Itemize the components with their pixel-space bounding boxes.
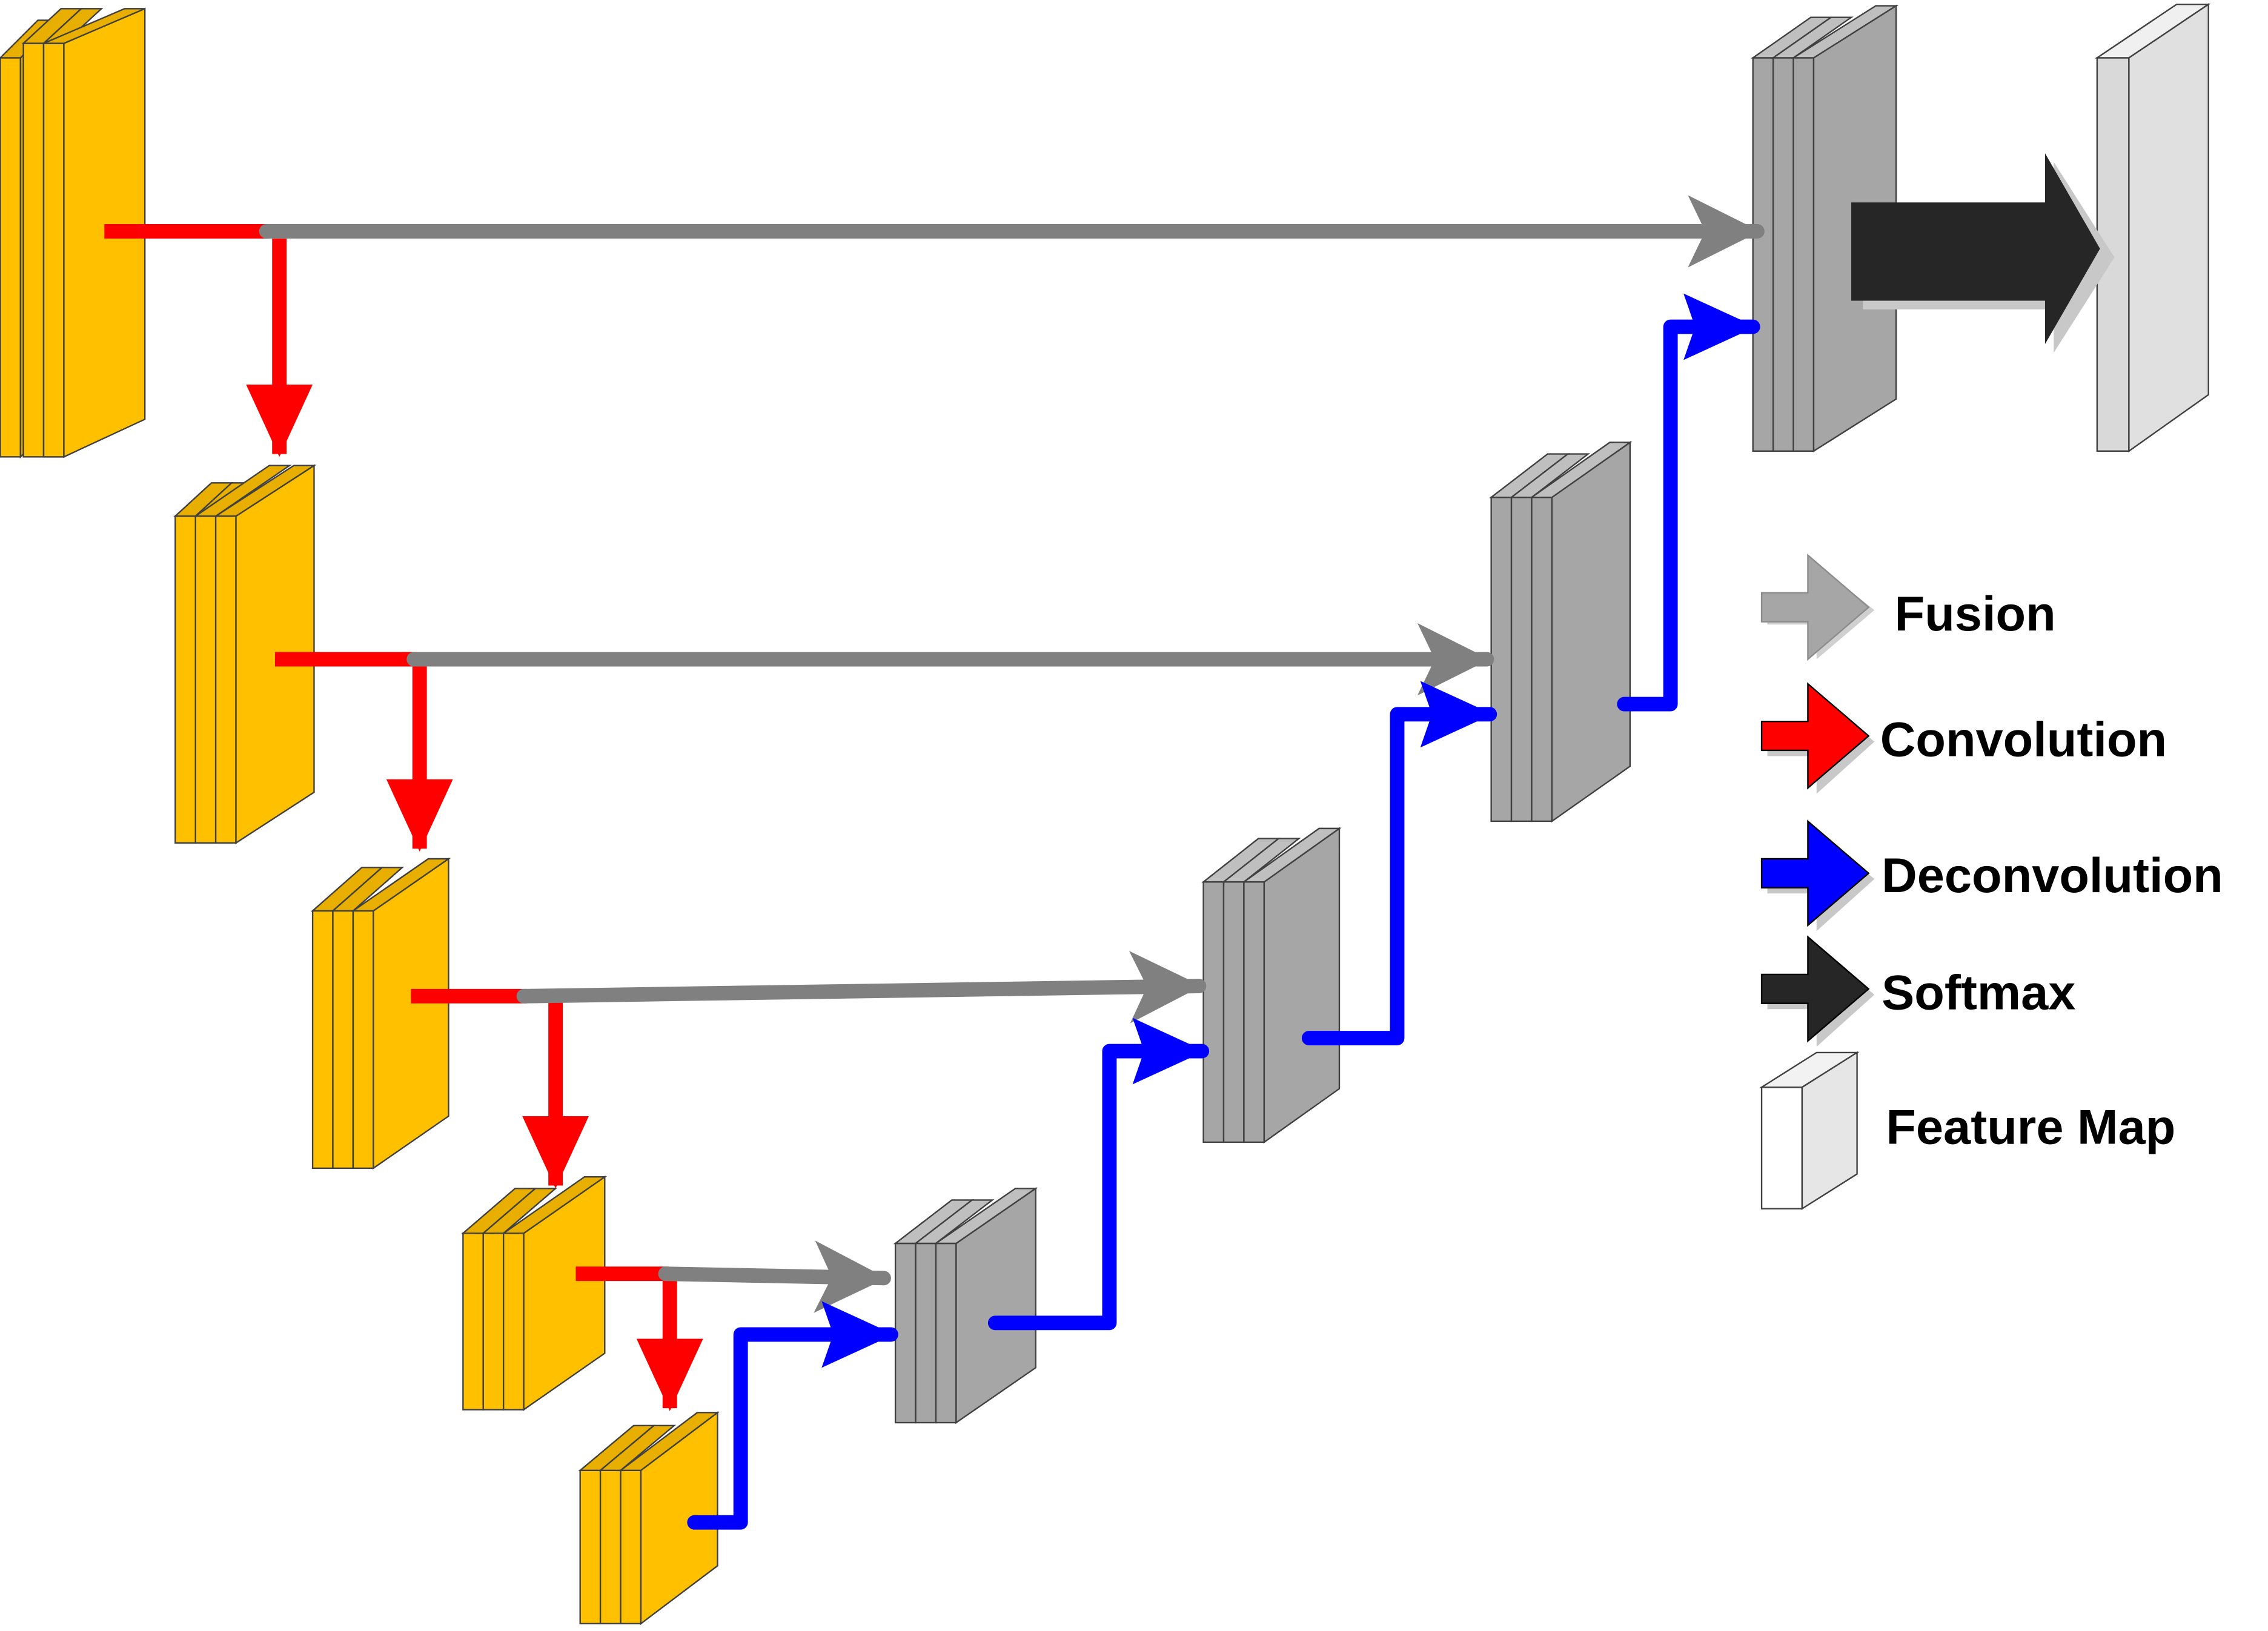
deconvolution-arrow-icon	[1760, 819, 1870, 927]
legend-feature-map-label: Feature Map	[1886, 1100, 2175, 1154]
softmax-arrow	[1851, 153, 2115, 353]
encoder-level-4	[461, 1175, 608, 1411]
decoder-level-3	[1201, 827, 1342, 1144]
feature-map-icon	[1759, 1051, 1860, 1210]
legend-deconvolution: Deconvolution	[1760, 819, 2223, 931]
legend-fusion-label: Fusion	[1895, 587, 2056, 641]
decoder-level-4	[893, 1187, 1038, 1424]
decoder-level-2	[1489, 441, 1633, 823]
legend: Fusion Convolution Deconvolution Softmax…	[1759, 554, 2223, 1210]
legend-convolution: Convolution	[1760, 682, 2167, 794]
fusion-arrows	[259, 195, 1765, 1313]
fusion-arrow-icon	[1760, 554, 1870, 661]
legend-convolution-label: Convolution	[1880, 713, 2167, 767]
legend-fusion: Fusion	[1760, 554, 2056, 661]
convolution-arrow-icon	[1760, 682, 1870, 790]
legend-feature-map: Feature Map	[1759, 1051, 2175, 1210]
encoder-level-5	[578, 1411, 720, 1626]
encoder-level-3	[310, 857, 451, 1170]
output-feature-map	[2094, 2, 2211, 453]
legend-deconvolution-label: Deconvolution	[1882, 849, 2223, 903]
softmax-arrow-icon	[1760, 935, 1870, 1043]
convolution-arrows	[104, 224, 703, 1411]
legend-softmax-label: Softmax	[1882, 965, 2075, 1020]
legend-softmax: Softmax	[1760, 935, 2075, 1047]
deconvolution-arrows	[687, 293, 1760, 1530]
